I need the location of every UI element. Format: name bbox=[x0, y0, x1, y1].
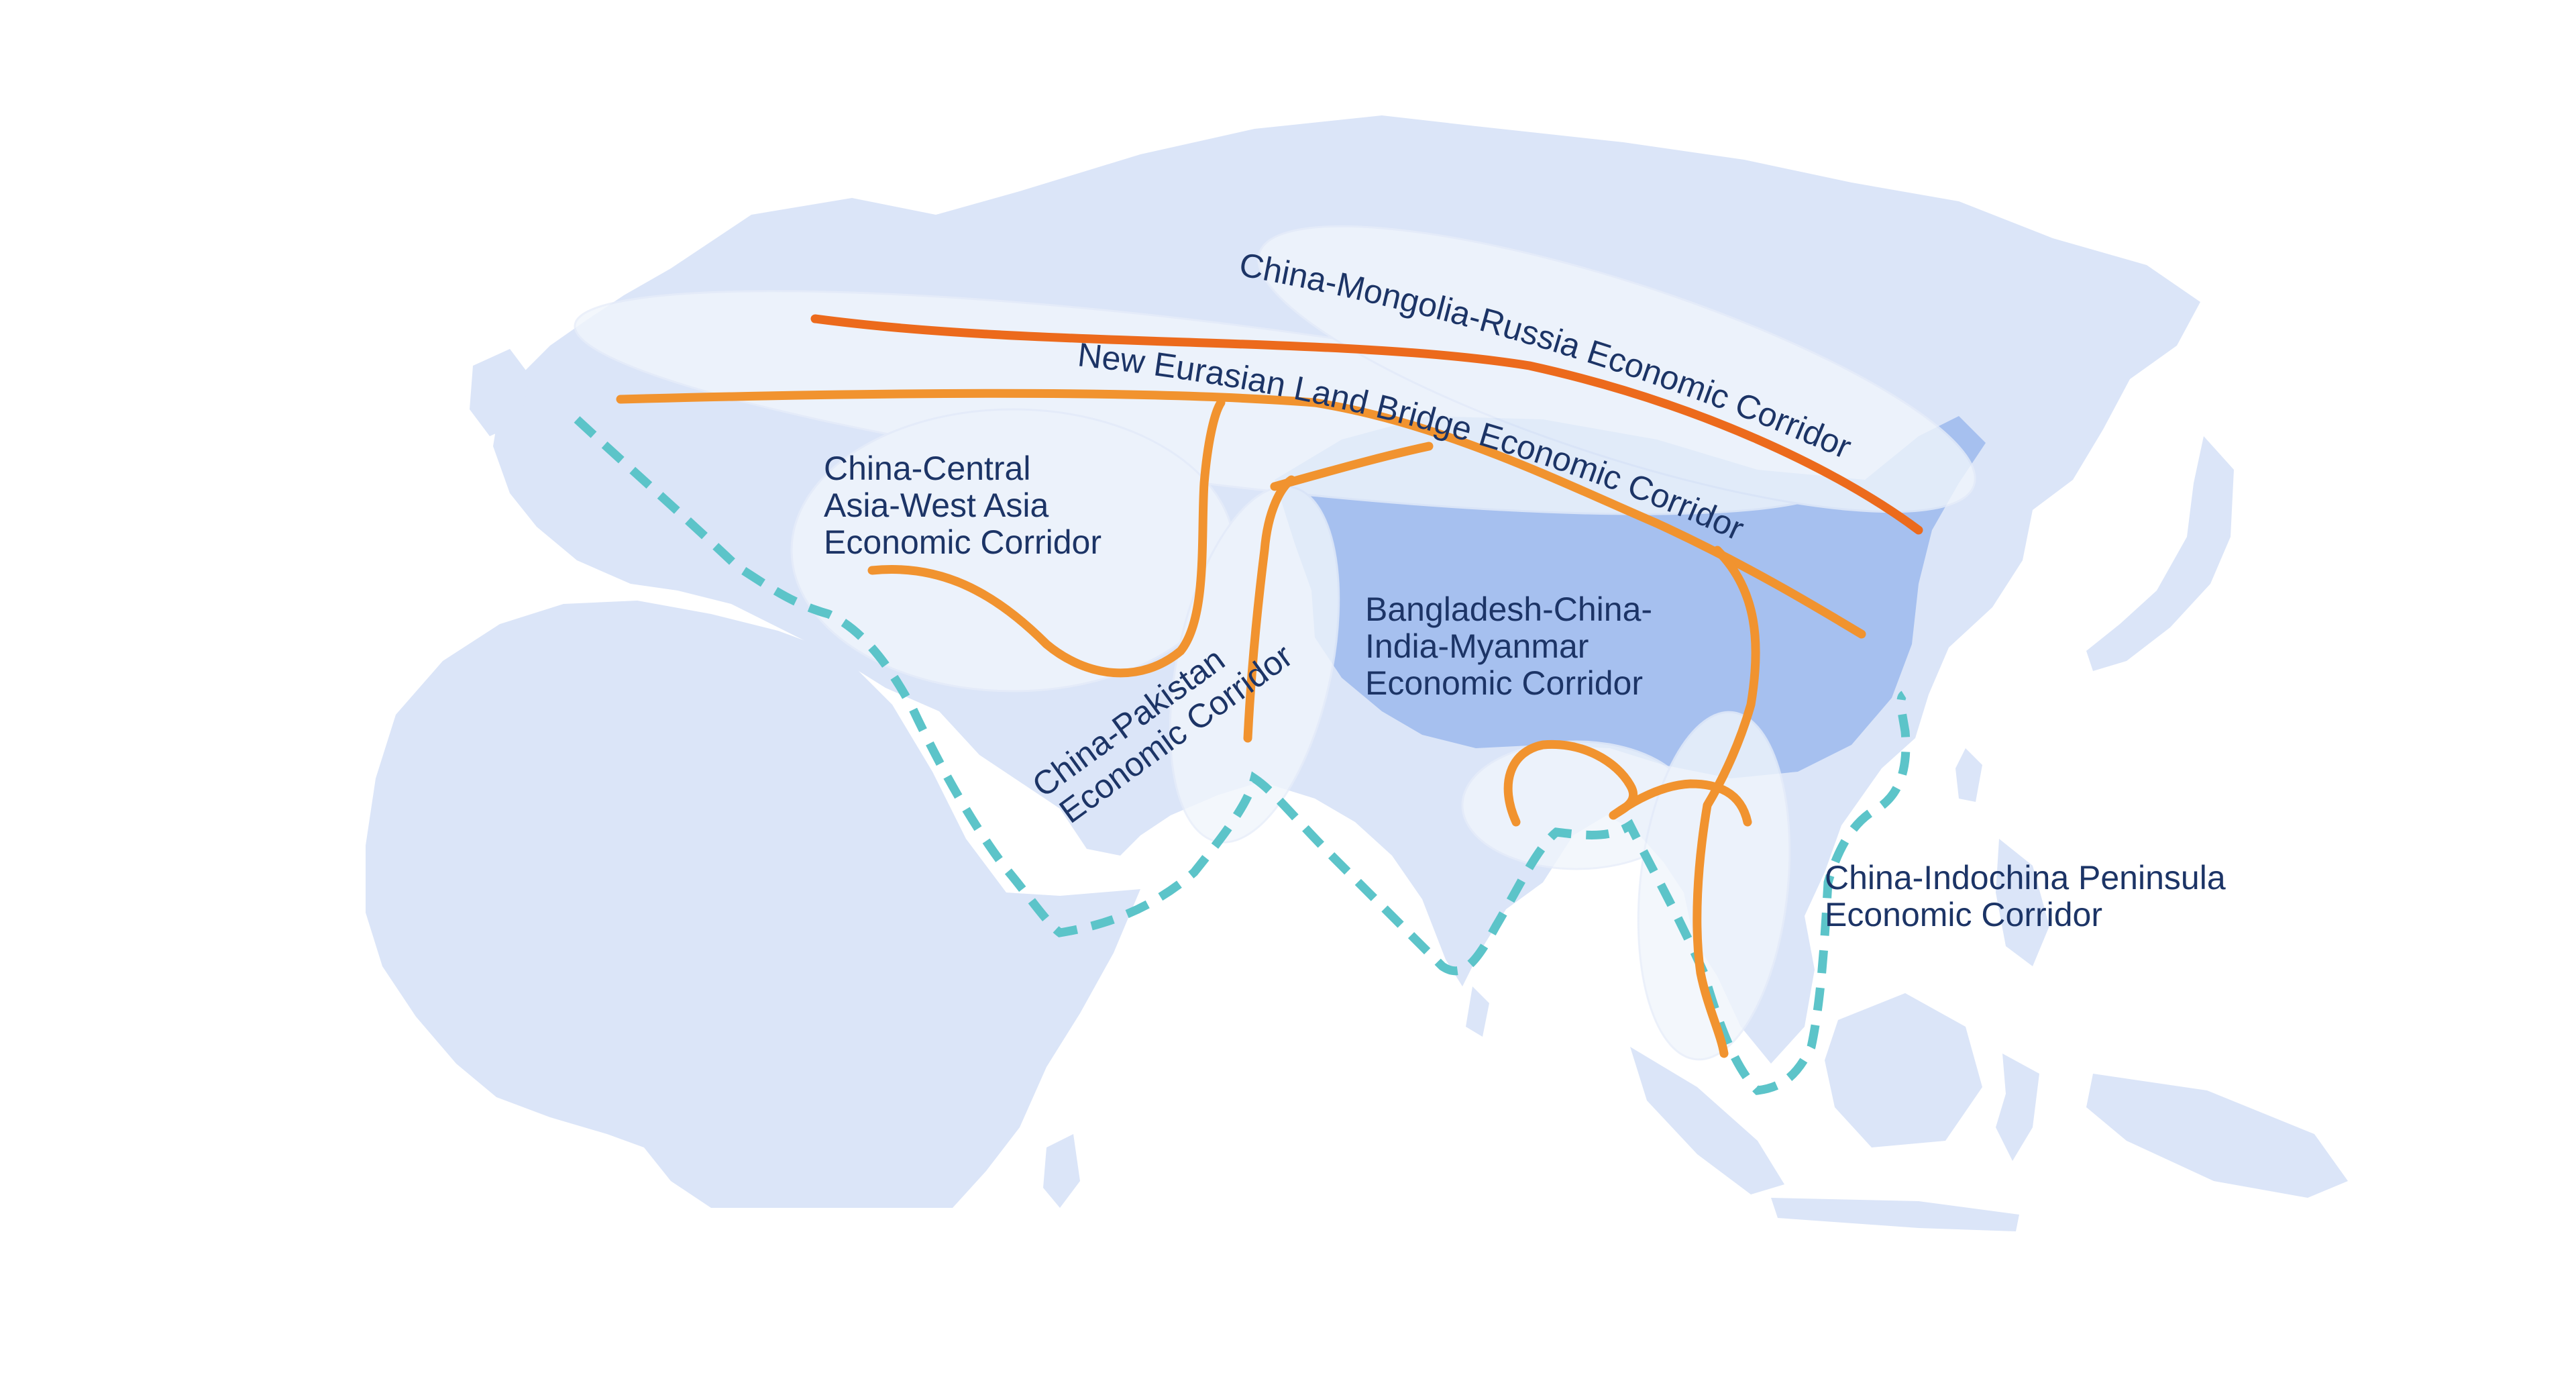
label-china-indochina: China-Indochina Peninsula Economic Corri… bbox=[1825, 859, 2235, 933]
label-bcim: Bangladesh-China- India-Myanmar Economic… bbox=[1365, 591, 1662, 702]
landmass-sri-lanka bbox=[1466, 986, 1489, 1037]
route-new-eurasian-land-bridge bbox=[616, 389, 1866, 639]
landmass-new-guinea bbox=[2086, 1074, 2348, 1198]
route-indochina-link bbox=[1609, 779, 1752, 827]
zone-cmr bbox=[1257, 225, 1976, 513]
route-china-mongolia-russia bbox=[810, 314, 1923, 535]
corridor-zones bbox=[574, 225, 1976, 1061]
landmass-madagascar bbox=[1043, 1134, 1080, 1208]
route-china-central-asia-west-asia bbox=[867, 398, 1226, 678]
route-china-indochina bbox=[1693, 546, 1760, 1058]
landmass-borneo bbox=[1825, 993, 1982, 1147]
land-corridor-routes bbox=[616, 314, 1923, 1058]
route-central-asia-branch bbox=[1270, 442, 1434, 491]
landmass-africa bbox=[366, 601, 1140, 1208]
landmass-japan bbox=[2086, 436, 2234, 671]
landmass-britain bbox=[470, 349, 530, 436]
maritime-silk-road-route bbox=[574, 416, 1911, 1095]
landmass-java bbox=[1771, 1198, 2019, 1231]
landmass-sulawesi bbox=[1996, 1054, 2039, 1161]
landmass-taiwan bbox=[1955, 748, 1982, 802]
label-china-central-asia-west-asia: China-Central Asia-West Asia Economic Co… bbox=[824, 450, 1102, 561]
zone-cicp bbox=[1637, 711, 1791, 1061]
landmass-sumatra bbox=[1630, 1047, 1784, 1194]
route-china-pakistan bbox=[1243, 475, 1296, 743]
landmass-philippines bbox=[1996, 839, 2049, 966]
